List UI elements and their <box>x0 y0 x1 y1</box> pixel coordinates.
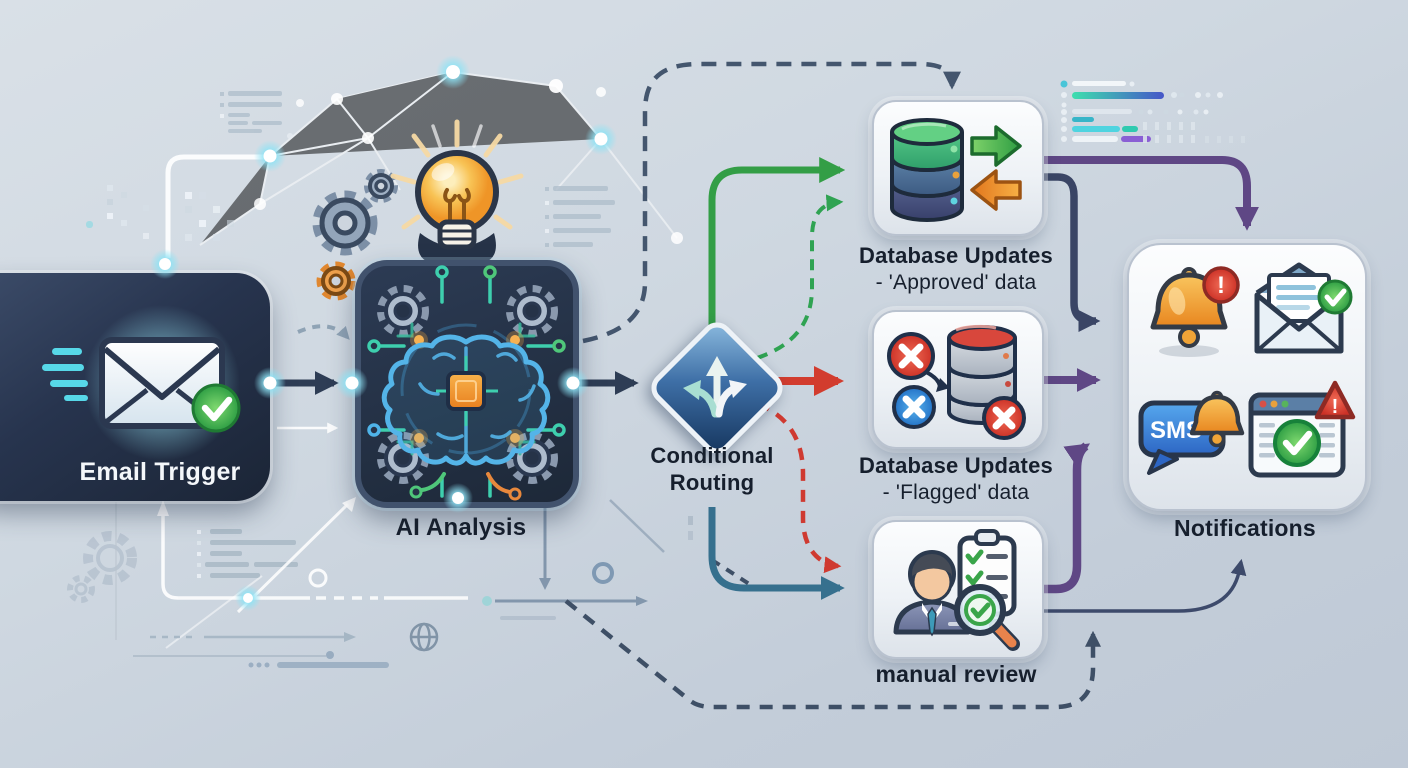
database-flagged-label: Database Updates - 'Flagged' data <box>850 453 1062 505</box>
bell-icon <box>1189 390 1245 448</box>
conditional-routing-label-line2: Routing <box>669 470 755 495</box>
database-flagged-label-line2: - 'Flagged' data <box>882 481 1030 504</box>
manual-review-label: manual review <box>875 661 1037 687</box>
ai-analysis-label: AI Analysis <box>395 514 527 541</box>
error-x-icon <box>982 396 1026 440</box>
bell-alert-icon: ! <box>1150 266 1240 357</box>
network-mesh-nodes <box>254 79 683 244</box>
conditional-routing-node <box>644 315 790 461</box>
browser-check-icon: ! <box>1248 380 1356 478</box>
edge-routing-to-approved-solid <box>708 157 846 334</box>
notifications-node: ! SMS <box>1127 243 1367 511</box>
notifications-icons: ! SMS <box>1138 262 1356 478</box>
alert-badge-icon: ! <box>1202 266 1240 304</box>
edge-approved-to-notifications-top <box>1042 156 1259 231</box>
email-envelope-icon <box>42 305 241 461</box>
decor-code-block-topright <box>1060 80 1245 143</box>
decor-text-block-middle <box>545 186 615 247</box>
reviewer-person-icon <box>893 529 1020 651</box>
conditional-routing-label-line1: Conditional <box>650 443 774 468</box>
database-error-icon <box>887 324 1026 440</box>
check-icon <box>191 383 241 433</box>
decor-text-block-bottomleft <box>197 529 298 578</box>
gear-icon <box>316 261 356 301</box>
check-icon <box>1273 419 1321 467</box>
gear-icon <box>377 285 558 484</box>
manual-review-node <box>872 520 1044 659</box>
error-x-icon <box>892 385 936 429</box>
email-trigger-label: Email Trigger <box>79 458 241 486</box>
database-approved-label-line2: - 'Approved' data <box>875 271 1037 294</box>
decor-text-block-topleft <box>220 91 293 139</box>
gear-icon <box>67 531 137 603</box>
database-approved-label-line1: Database Updates <box>859 243 1053 268</box>
edge-routing-to-approved-dashed <box>756 194 844 360</box>
branching-arrows-icon <box>683 356 747 418</box>
ai-analysis-node <box>355 260 579 508</box>
sms-bell-icon: SMS <box>1138 390 1245 475</box>
database-sync-icon <box>890 118 1022 222</box>
database-approved-label: Database Updates - 'Approved' data <box>850 243 1062 295</box>
warning-triangle-icon: ! <box>1314 380 1356 420</box>
ai-brain-icon <box>367 265 566 501</box>
edge-review-to-notifications-thin <box>1042 558 1247 613</box>
email-trigger-node <box>0 273 270 501</box>
globe-icon <box>409 622 439 652</box>
edge-email-to-ai-dashed-decor <box>297 324 350 340</box>
database-approved-node <box>872 100 1044 236</box>
gear-icon <box>364 169 398 203</box>
database-flagged-node <box>872 310 1044 449</box>
gear-icon <box>312 190 378 256</box>
check-icon <box>1317 279 1353 315</box>
email-check-icon <box>1254 262 1353 354</box>
conditional-routing-label: Conditional Routing <box>612 442 812 496</box>
edge-routing-to-review-solid <box>708 507 845 600</box>
person-avatar <box>893 550 971 637</box>
decor-dot-grid <box>86 185 234 241</box>
notifications-label: Notifications <box>1174 515 1316 541</box>
database-flagged-label-line1: Database Updates <box>859 453 1053 478</box>
network-mesh-lines <box>199 70 678 246</box>
alert-badge-mark: ! <box>1217 272 1225 299</box>
decor-white-path-top <box>165 154 268 258</box>
warning-mark: ! <box>1332 396 1339 418</box>
